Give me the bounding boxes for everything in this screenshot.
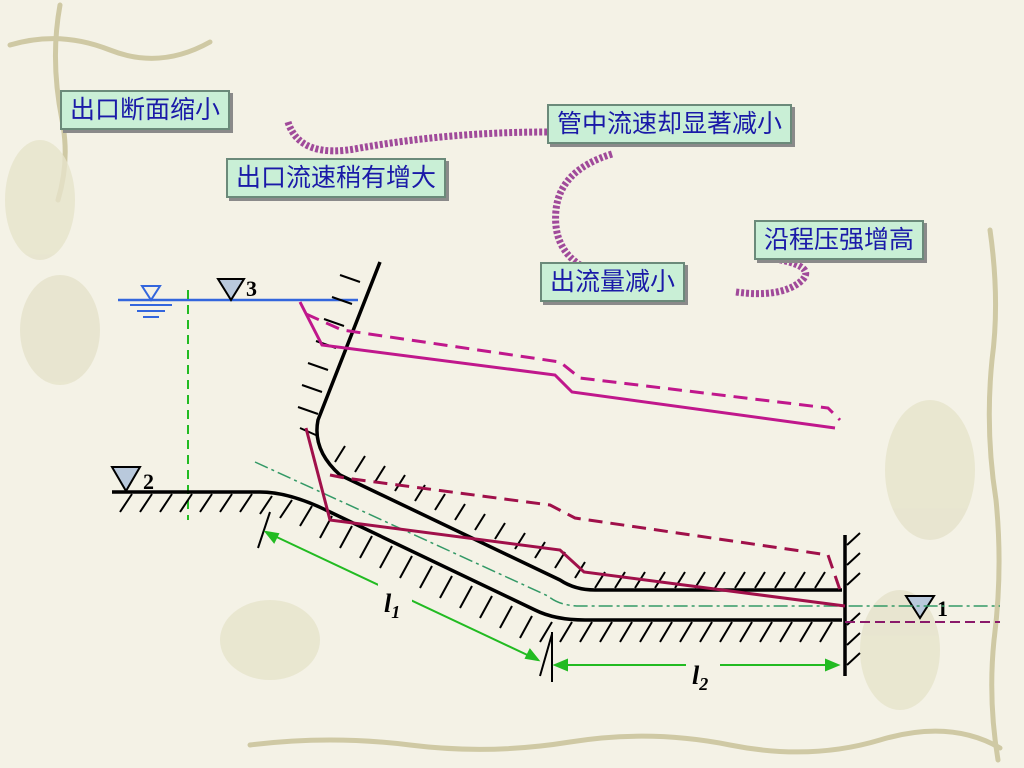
l2-label-bg <box>686 652 720 694</box>
length-l2-label: l2 <box>692 661 708 694</box>
label-connectors <box>284 120 810 298</box>
dam-face-and-pipe-top <box>315 261 842 592</box>
pipe-centerline <box>254 461 1000 607</box>
level-3-marker: 3 <box>216 276 257 302</box>
pressure-line-solid <box>304 427 846 608</box>
energy-line-solid <box>298 301 836 430</box>
water-level-symbol <box>130 285 172 318</box>
ground-and-pipe-bottom <box>112 490 842 622</box>
level-1-label: 1 <box>937 596 948 621</box>
length-ticks <box>257 511 553 682</box>
wall-hatching <box>119 274 861 666</box>
pressure-line-dashed <box>329 473 842 591</box>
connector-pipe-to-outflow <box>552 150 614 272</box>
level-2-label: 2 <box>143 469 154 494</box>
label-pipe-velocity-reduced: 管中流速却显著减小 <box>547 104 793 144</box>
length-l1-label: l1 <box>384 589 400 622</box>
level-2-marker: 2 <box>110 466 154 494</box>
label-outflow-reduced: 出流量减小 <box>540 262 686 302</box>
energy-line-dashed <box>305 312 842 422</box>
label-exit-section-reduced: 出口断面缩小 <box>60 90 231 130</box>
pipe-walls <box>112 261 847 676</box>
label-exit-velocity-increased: 出口流速稍有增大 <box>226 158 447 198</box>
label-pressure-increase: 沿程压强增高 <box>754 220 925 260</box>
decorative-leaves <box>5 140 975 710</box>
connector-outflow-to-pressure <box>735 254 810 298</box>
connector-exit-to-pipe <box>284 120 549 155</box>
l1-label-bg <box>378 582 412 624</box>
level-3-label: 3 <box>246 276 257 301</box>
level-1-marker: 1 <box>904 595 948 621</box>
